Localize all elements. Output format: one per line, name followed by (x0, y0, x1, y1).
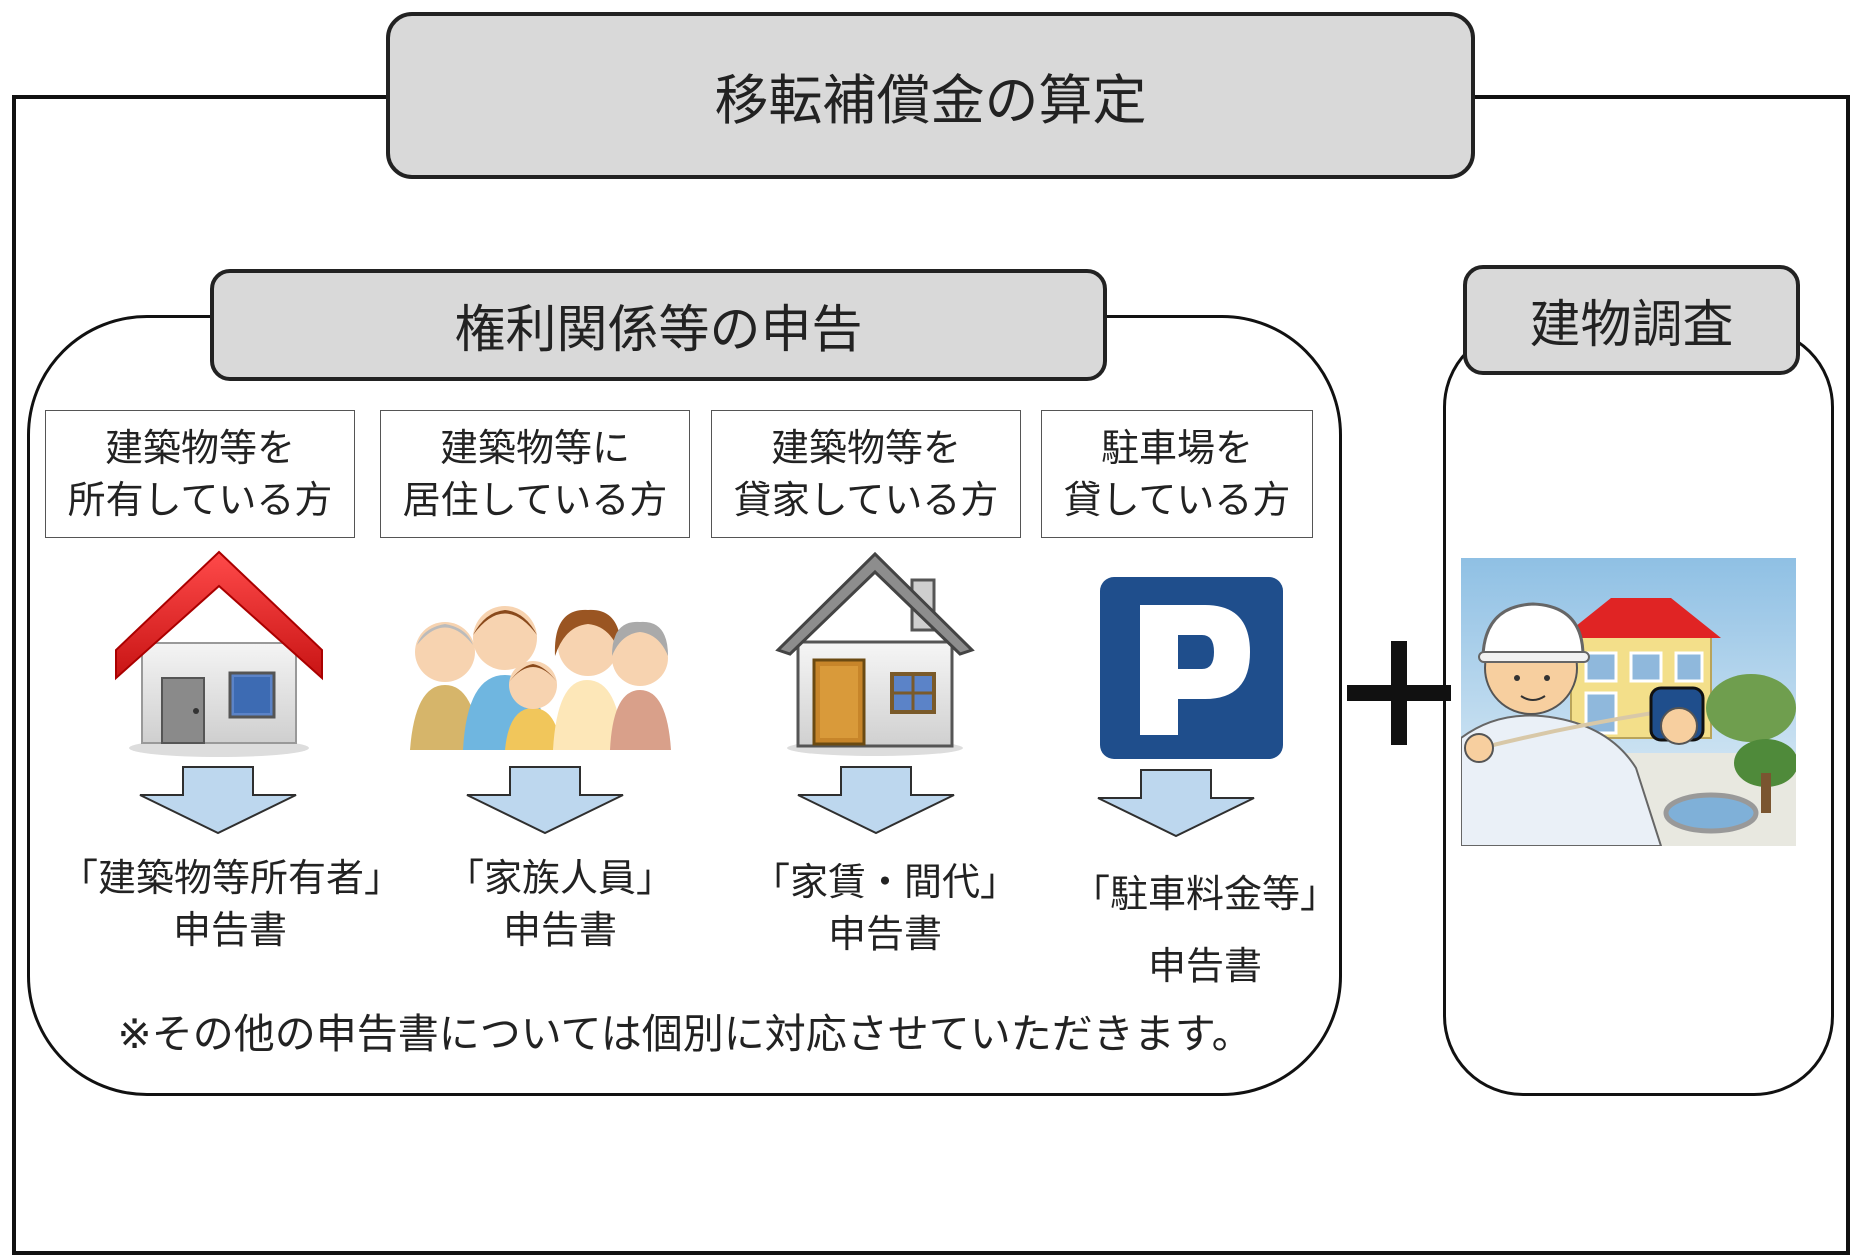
form-family-label: 「家族人員」 申告書 (415, 852, 705, 956)
form-owner-suffix: 申告書 (172, 908, 287, 952)
category-owner-box: 建築物等を 所有している方 (45, 410, 355, 538)
category-owner-line2: 所有している方 (67, 478, 333, 522)
parking-sign-icon (1100, 577, 1283, 759)
building-survey-title: 建物調査 (1463, 265, 1800, 375)
arrow-down-icon (1097, 769, 1255, 838)
house-gray-roof-icon (775, 551, 975, 756)
form-owner-name: 「建築物等所有者」 (60, 856, 403, 900)
category-resident-line1: 建築物等に (439, 426, 630, 470)
plus-icon (1347, 641, 1451, 745)
form-rent-label: 「家賃・間代」 申告書 (740, 856, 1030, 960)
rights-declaration-title-text: 権利関係等の申告 (454, 301, 863, 360)
form-rent-name: 「家賃・間代」 (751, 860, 1018, 904)
arrow-down-icon (797, 766, 955, 835)
form-rent-suffix: 申告書 (827, 912, 942, 956)
category-parking-line2: 貸している方 (1063, 478, 1291, 522)
category-landlord-line2: 貸家している方 (733, 478, 999, 522)
category-parking-box: 駐車場を 貸している方 (1041, 410, 1313, 538)
arrow-down-icon (139, 766, 297, 835)
form-parking-suffix: 申告書 (1147, 944, 1262, 988)
category-landlord-line1: 建築物等を (770, 426, 961, 470)
main-title: 移転補償金の算定 (386, 12, 1475, 179)
form-parking-label: 「駐車料金等」 申告書 (1060, 858, 1350, 1002)
other-forms-note: ※その他の申告書については個別に対応させていただきます。 (117, 1010, 1253, 1058)
category-resident-box: 建築物等に 居住している方 (380, 410, 690, 538)
form-family-suffix: 申告書 (502, 908, 617, 952)
building-inspector-illustration (1461, 558, 1796, 846)
building-survey-title-text: 建物調査 (1529, 296, 1734, 355)
category-parking-line1: 駐車場を (1100, 426, 1253, 470)
form-family-name: 「家族人員」 (445, 856, 674, 900)
category-landlord-box: 建築物等を 貸家している方 (711, 410, 1021, 538)
category-owner-line1: 建築物等を (104, 426, 295, 470)
house-red-roof-icon (115, 550, 323, 757)
arrow-down-icon (466, 766, 624, 835)
form-parking-name: 「駐車料金等」 (1071, 872, 1338, 916)
category-resident-line2: 居住している方 (402, 478, 668, 522)
form-owner-label: 「建築物等所有者」 申告書 (60, 852, 403, 956)
main-title-text: 移転補償金の算定 (714, 69, 1147, 132)
family-icon (410, 606, 671, 750)
rights-declaration-title: 権利関係等の申告 (210, 269, 1107, 381)
